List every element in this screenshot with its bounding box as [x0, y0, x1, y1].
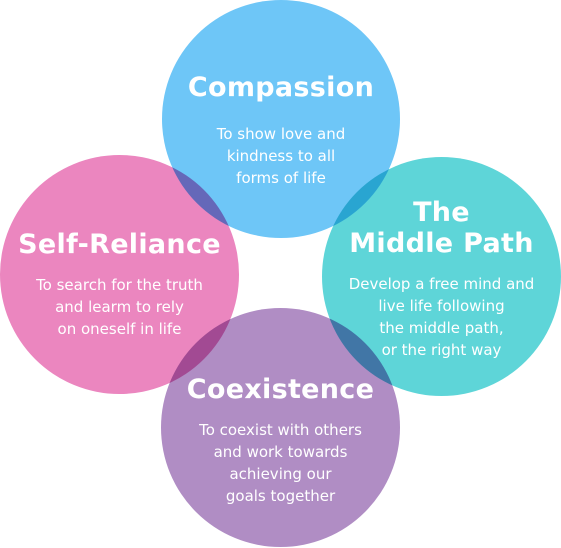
middle-path-title-line: Middle Path [349, 228, 534, 259]
middle-path-desc-line: Develop a free mind and [348, 275, 535, 293]
self-reliance-desc-line: and learm to rely [55, 298, 184, 316]
coexistence-desc-line: and work towards [213, 443, 348, 461]
self-reliance-desc-line: To search for the truth [36, 276, 203, 294]
middle-path-title: The Middle Path [322, 197, 561, 259]
compassion-description: To show love and kindness to all forms o… [162, 123, 400, 189]
middle-path-description: Develop a free mind and live life follow… [322, 273, 561, 361]
middle-path-desc-line: or the right way [381, 341, 502, 359]
coexistence-desc-line: achieving our [229, 465, 332, 483]
self-reliance-description: To search for the truth and learm to rel… [0, 274, 239, 340]
compassion-title: Compassion [187, 72, 375, 103]
self-reliance-title: Self-Reliance [18, 229, 221, 260]
coexistence-desc-line: To coexist with others [199, 421, 362, 439]
compassion-desc-line: kindness to all [226, 147, 336, 165]
coexistence-title: Coexistence [186, 374, 375, 405]
self-reliance-desc-line: on oneself in life [57, 320, 182, 338]
coexistence-description: To coexist with others and work towards … [161, 419, 400, 507]
middle-path-desc-line: live life following [378, 297, 505, 315]
middle-path-desc-line: the middle path, [379, 319, 504, 337]
coexistence-desc-line: goals together [225, 487, 336, 505]
compassion-desc-line: To show love and [216, 125, 346, 143]
middle-path-title-line: The [413, 197, 470, 228]
compassion-desc-line: forms of life [236, 169, 326, 187]
coexistence-circle [161, 308, 400, 547]
